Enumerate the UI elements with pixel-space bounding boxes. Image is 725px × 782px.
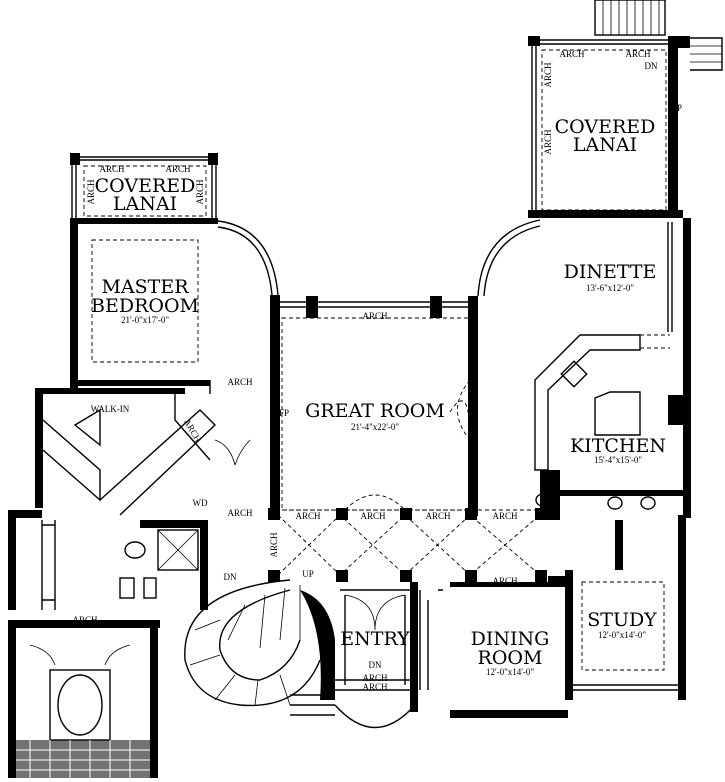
arch-label: ARCH [165,164,191,174]
dn-label: DN [224,572,237,582]
arch-label: ARCH [227,377,253,387]
dining-label: DINING [471,628,550,650]
arch-label: ARCH [227,508,253,518]
arch-label: ARCH [543,129,553,155]
dn-label: DN [645,61,658,71]
dining-label-2: ROOM [478,647,543,669]
dining-dims: 12'-0"x14'-0" [486,667,534,677]
arch-label: ARCH [362,311,388,321]
walls [8,36,691,778]
arch-label: ARCH [543,62,553,88]
lanai-right-label: COVERED [555,116,656,138]
exterior-stairs [594,0,723,71]
arch-label: ARCH [492,511,518,521]
arch-label: ARCH [72,615,98,625]
great-room-dims: 21'-4"x22'-0" [351,422,399,432]
arch-label: ARCH [269,532,279,558]
arch-label: ARCH [295,511,321,521]
dinette-dims: 13'-6"x12'-0" [586,283,634,293]
wd-label: WD [193,498,208,508]
study-dims: 12'-0"x14'-0" [598,630,646,640]
arch-label: ARCH [360,511,386,521]
arch-label: ARCH [362,673,388,683]
lanai-left-label-2: LANAI [113,193,177,215]
arch-label: ARCH [492,576,518,586]
master-label-2: BEDROOM [91,295,199,317]
fp-label: FP [672,103,682,113]
arch-label: ARCH [86,179,96,205]
arch-label: ARCH [468,404,478,430]
arch-label: ARCH [625,49,651,59]
arch-label: ARCH [195,179,205,205]
great-room-label: GREAT ROOM [305,400,445,422]
arch-label: ARCH [559,49,585,59]
fp-label: FP [279,408,289,418]
lanai-left-label: COVERED [95,175,196,197]
entry-label: ENTRY [340,628,410,650]
kitchen-label: KITCHEN [570,435,666,457]
room-labels: COVERED LANAI COVERED LANAI MASTER BEDRO… [91,116,666,677]
study-label: STUDY [587,609,657,631]
tub-deck-hatch [16,740,150,778]
up-label: UP [302,569,314,579]
arch-label: ARCH [362,682,388,692]
walkin-label: WALK-IN [91,404,130,414]
dn-label: DN [369,660,382,670]
arch-label: ARCH [99,164,125,174]
master-label: MASTER [101,276,189,298]
arch-label: ARCH [468,469,478,495]
master-dims: 21'-0"x17'-0" [121,315,169,325]
kitchen-dims: 15'-4"x15'-0" [594,455,642,465]
lanai-right-label-2: LANAI [573,134,637,156]
dinette-label: DINETTE [564,261,657,283]
arch-label: ARCH [468,339,478,365]
arch-label: ARCH [425,511,451,521]
